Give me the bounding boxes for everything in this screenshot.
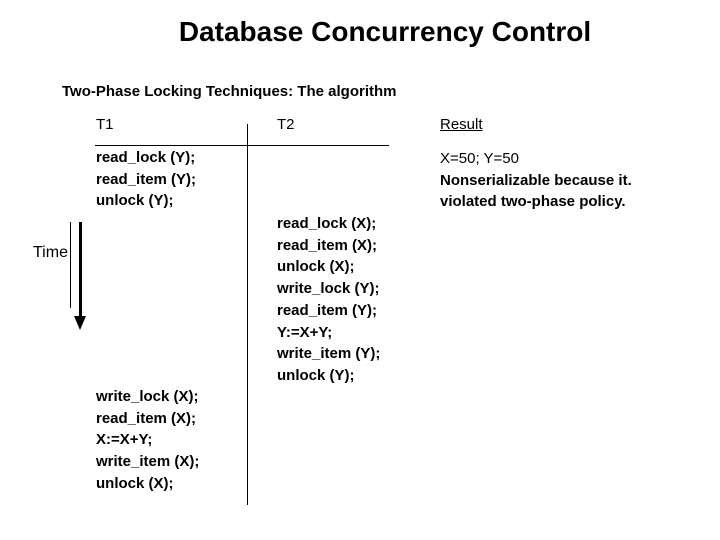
header-horizontal-rule	[95, 145, 389, 146]
column-header-result: Result	[440, 116, 483, 133]
result-values-line: X=50; Y=50	[440, 150, 519, 167]
t1-operations-first-block: read_lock (Y); read_item (Y); unlock (Y)…	[96, 147, 196, 212]
result-note-line: violated two-phase policy.	[440, 193, 626, 211]
time-arrow-down-icon	[74, 316, 86, 330]
t2-op-line: unlock (Y);	[277, 366, 355, 384]
t1-operations-second-block: write_lock (X); read_item (X); X:=X+Y; w…	[96, 386, 199, 495]
result-note-line: Nonserializable because it.	[440, 171, 632, 189]
t2-op-line: read_lock (X);	[277, 215, 377, 232]
t2-op-line: Y:=X+Y;	[277, 323, 333, 341]
result-text-block: X=50; Y=50 Nonserializable because it. v…	[440, 148, 632, 213]
t1-op-line: unlock (Y);	[96, 192, 174, 210]
column-header-t1: T1	[96, 116, 114, 133]
t1-op-line: X:=X+Y;	[96, 431, 153, 449]
time-arrow-shaft	[79, 222, 82, 317]
column-header-t2: T2	[277, 116, 295, 133]
t1-op-line: read_item (X);	[96, 409, 197, 427]
t2-op-line: read_item (X);	[277, 236, 378, 254]
time-axis-line	[70, 222, 71, 308]
t1-op-line: read_item (Y);	[96, 170, 197, 188]
t2-op-line: write_item (Y);	[277, 345, 381, 363]
t2-operations-block: read_lock (X); read_item (X); unlock (X)…	[277, 213, 380, 387]
column-divider-line	[247, 124, 248, 505]
t1-op-line: write_lock (X);	[96, 388, 199, 405]
page-title: Database Concurrency Control	[178, 16, 592, 47]
time-axis-label: Time	[33, 244, 68, 261]
t2-op-line: unlock (X);	[277, 258, 355, 276]
t2-op-line: write_lock (Y);	[277, 280, 380, 298]
slide-subtitle: Two-Phase Locking Techniques: The algori…	[62, 83, 397, 100]
t1-op-line: unlock (X);	[96, 474, 174, 492]
t2-op-line: read_item (Y);	[277, 301, 378, 319]
t1-op-line: read_lock (Y);	[96, 149, 196, 166]
t1-op-line: write_item (X);	[96, 453, 200, 471]
